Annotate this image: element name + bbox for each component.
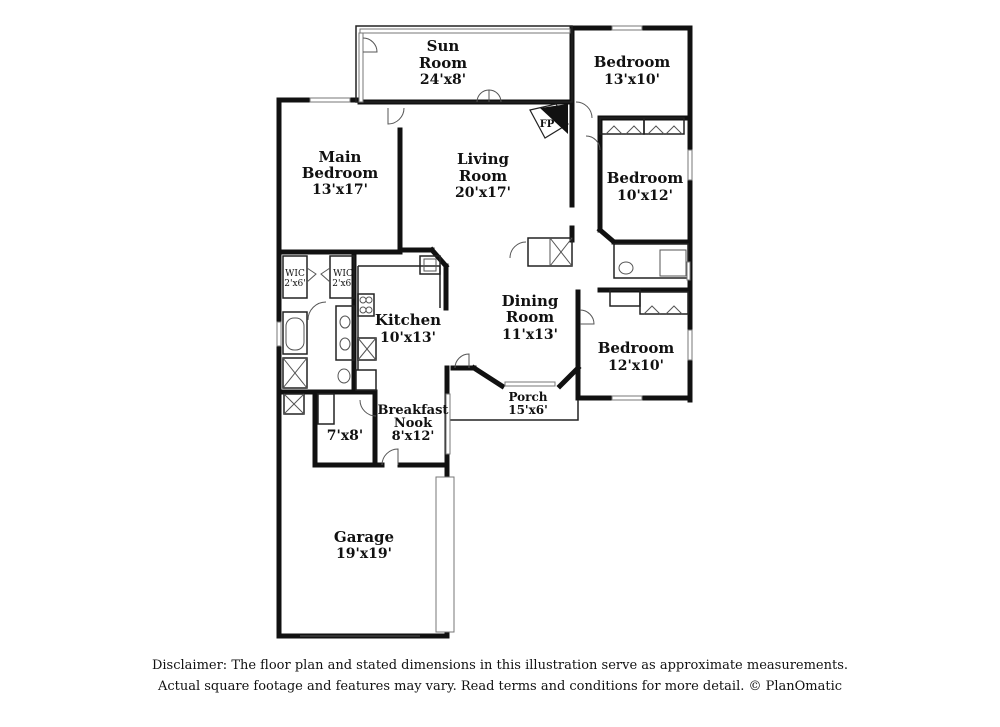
sun-room-name-1: Sun: [427, 37, 460, 55]
kitchen-name: Kitchen: [375, 311, 441, 329]
disclaimer-line-1: Disclaimer: The floor plan and stated di…: [151, 658, 849, 673]
main-bedroom-name-2: Bedroom: [302, 164, 379, 182]
disclaimer: Disclaimer: The floor plan and stated di…: [0, 655, 1000, 697]
disclaimer-line-2: Actual square footage and features may v…: [157, 679, 843, 694]
living-room-name-2: Room: [459, 167, 507, 185]
dining-room-name-2: Room: [506, 308, 554, 326]
porch-name: Porch: [508, 390, 547, 404]
dining-room-name-1: Dining: [502, 292, 559, 310]
bedroom-ne-dims: 13'x10': [604, 72, 660, 88]
sun-room-dims: 24'x8': [420, 72, 466, 88]
breakfast-nook-dims: 8'x12': [392, 429, 435, 444]
bedroom-se-dims: 12'x10': [608, 358, 664, 374]
bedroom-ne-name: Bedroom: [594, 53, 671, 71]
bedroom-e-name: Bedroom: [607, 169, 684, 187]
wic-right-name: WIC: [333, 269, 353, 279]
garage-name: Garage: [334, 528, 394, 546]
bedroom-e-dims: 10'x12': [617, 188, 673, 204]
details: [276, 25, 693, 637]
porch-dims: 15'x6': [508, 403, 548, 417]
wic-left-name: WIC: [285, 269, 305, 279]
labels: Sun Room 24'x8' Bedroom 13'x10' Bedroom …: [284, 37, 683, 562]
garage-dims: 19'x19': [336, 546, 392, 562]
dining-room-dims: 11'x13': [502, 327, 558, 343]
sun-room-name-2: Room: [419, 54, 467, 72]
living-room-dims: 20'x17': [455, 185, 511, 201]
main-bedroom-name-1: Main: [319, 148, 362, 166]
kitchen-dims: 10'x13': [380, 330, 436, 346]
utility-dims: 7'x8': [327, 428, 363, 444]
breakfast-nook-name-2: Nook: [394, 416, 433, 431]
wic-left-dims: 2'x6': [284, 279, 305, 289]
floor-plan: Sun Room 24'x8' Bedroom 13'x10' Bedroom …: [276, 25, 693, 639]
bedroom-se-name: Bedroom: [598, 339, 675, 357]
breakfast-nook-name-1: Breakfast: [378, 403, 449, 418]
living-room-name-1: Living: [457, 150, 510, 168]
main-bedroom-dims: 13'x17': [312, 182, 368, 198]
wic-right-dims: 2'x6': [332, 279, 353, 289]
fireplace-label: FP: [540, 119, 555, 130]
